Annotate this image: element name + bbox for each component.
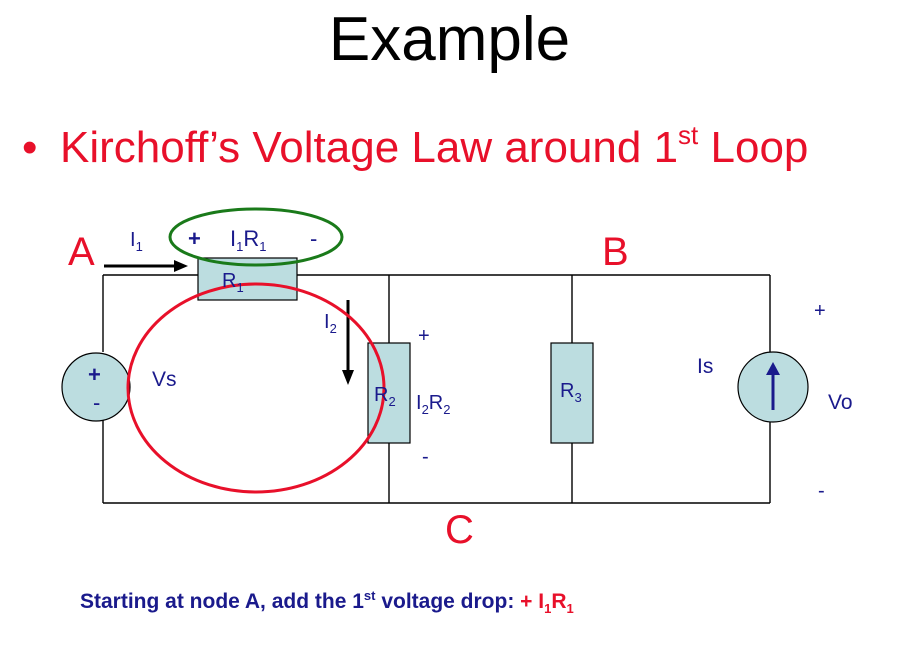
drop-r2-plus: +: [418, 325, 430, 347]
drop-r1-plus: +: [188, 226, 201, 251]
current-source-arrowhead-icon: [766, 362, 780, 375]
current-i2-label: I2: [324, 311, 337, 336]
node-c-label: C: [445, 508, 474, 552]
bullet-text-after: Loop: [698, 123, 809, 172]
current-i2-sub: 2: [330, 321, 337, 336]
footer-expr-rsub: 1: [566, 601, 574, 617]
bullet-point: • Kirchoff’s Voltage Law around 1st Loop: [22, 120, 808, 173]
source-vs-label: Vs: [152, 368, 177, 391]
current-i2-letter: I: [324, 311, 330, 333]
source-vs-minus: -: [93, 390, 100, 415]
drop-r2-minus: -: [422, 446, 429, 468]
resistor-r3: [550, 342, 594, 444]
bullet-sup: st: [678, 120, 699, 150]
footer-caption: Starting at node A, add the 1st voltage …: [80, 588, 574, 616]
output-vo-label: Vo: [828, 391, 853, 414]
footer-expression: + I1R1: [520, 590, 574, 617]
resistor-r2-letter: R: [374, 384, 388, 406]
drop-r1-rsub: 1: [259, 239, 266, 254]
footer-text-before: Starting at node A, add the 1: [80, 590, 364, 613]
output-minus: -: [818, 480, 825, 502]
drop-r1-minus: -: [310, 226, 317, 251]
resistor-r1-label: R1: [222, 270, 244, 295]
footer-expr-isub: 1: [544, 601, 552, 617]
drop-r1-label: I1R1: [230, 226, 266, 254]
resistor-r2-sub: 2: [388, 394, 395, 409]
slide-title: Example: [328, 5, 571, 74]
footer-expr-plus: + I: [520, 590, 545, 613]
drop-r2-r: R: [429, 392, 443, 414]
circuit-labels: A B C I1 + I1R1 - R1 I2 R2 + I2R2 - R3 +…: [68, 226, 853, 552]
current-i1-arrowhead-icon: [174, 260, 188, 272]
footer-sup: st: [363, 588, 376, 603]
node-b-label: B: [602, 230, 629, 274]
resistor-r1-sub: 1: [236, 280, 243, 295]
resistor-r3-letter: R: [560, 380, 574, 402]
resistor-r2-label: R2: [374, 384, 396, 409]
current-i1-letter: I: [130, 229, 136, 251]
loop-green-ellipse: [168, 207, 344, 267]
node-a-label: A: [68, 230, 95, 274]
source-vs-plus: +: [88, 362, 101, 387]
resistor-r1-letter: R: [222, 270, 236, 292]
resistor-r3-label: R3: [560, 380, 582, 405]
voltage-source-vs: [61, 352, 131, 422]
drop-r2-label: I2R2: [416, 392, 450, 417]
current-i1-sub: 1: [136, 239, 143, 254]
resistor-r3-sub: 3: [574, 390, 581, 405]
drop-r2-rsub: 2: [443, 402, 450, 417]
footer-expr-r: R: [551, 590, 567, 613]
circuit-wires: [102, 274, 771, 504]
drop-r2-i: I: [416, 392, 422, 414]
drop-r1-r: R: [243, 226, 259, 251]
current-i1-label: I1: [130, 229, 143, 254]
bullet-text-before: Kirchoff’s Voltage Law around 1: [60, 123, 679, 172]
footer-text-after: voltage drop:: [375, 590, 521, 613]
drop-r1-isub: 1: [236, 239, 243, 254]
drop-r2-isub: 2: [422, 402, 429, 417]
output-plus: +: [814, 300, 826, 322]
bullet-dot-icon: •: [22, 123, 38, 172]
drop-r1-i: I: [230, 226, 236, 251]
loop-red-ellipse: [126, 282, 386, 494]
source-is-label: Is: [697, 355, 713, 378]
current-i2-arrowhead-icon: [342, 370, 354, 385]
